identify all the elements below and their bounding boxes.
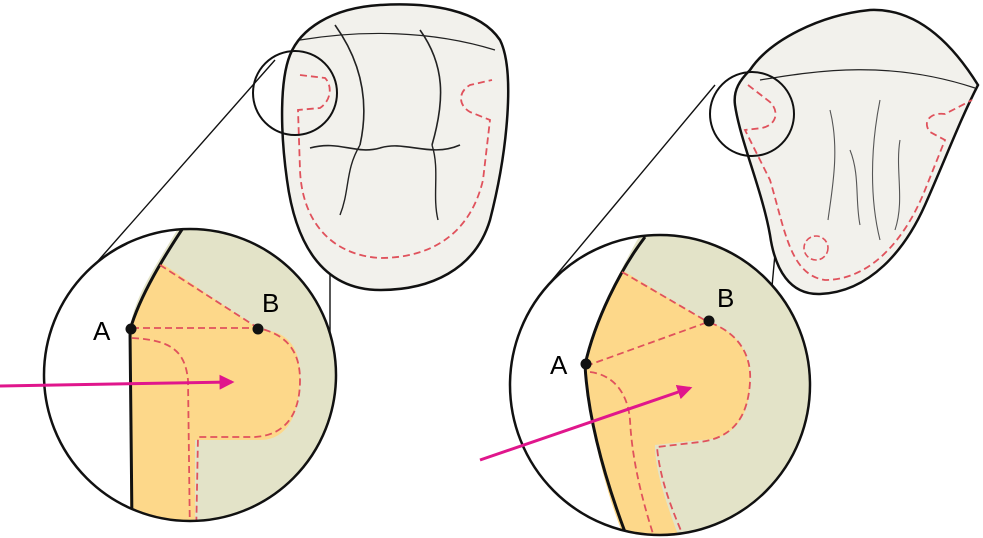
left-crown-groove-3 [309, 144, 461, 151]
left-crown-groove-2 [419, 29, 442, 146]
right-label-b: B [717, 283, 734, 313]
left-crown-outline [280, 3, 510, 292]
right-zoom-content [583, 235, 810, 535]
left-margin-upper [159, 264, 259, 329]
left-zoom-connector-upper [89, 59, 276, 271]
right-label-a: A [550, 350, 568, 380]
left-zoom-content [128, 229, 336, 521]
right-crown-margin [743, 84, 973, 281]
right-point-b [703, 315, 715, 327]
right-zoom-connector-upper [547, 84, 716, 286]
left-magnifier-small [252, 50, 338, 136]
right-crown-groove-5 [849, 149, 861, 226]
right-preparation-fill [585, 270, 750, 535]
right-margin-upper [621, 271, 709, 323]
left-crown-groove-5 [431, 144, 439, 221]
left-arrow [0, 374, 235, 390]
left-margin-loop [132, 327, 301, 521]
left-crown-groove-6 [299, 32, 496, 51]
left-crown-groove-1 [334, 24, 365, 146]
right-point-a [580, 358, 592, 370]
right-magnifier-small [709, 71, 795, 157]
left-point-b [252, 323, 264, 335]
left-label-a: A [93, 316, 111, 346]
right-margin-loop [585, 321, 752, 535]
right-crown-groove-2 [827, 109, 836, 221]
left-label-b: B [262, 288, 279, 318]
right-crown-groove-1 [759, 69, 976, 89]
right-crown-groove-4 [894, 139, 901, 231]
right-arrow [479, 384, 693, 462]
right-margin-inner [589, 371, 656, 535]
left-zoom-circle [42, 227, 338, 523]
left-panel: A B [0, 3, 510, 523]
left-crown-margin [297, 74, 493, 259]
right-crown-pit [803, 235, 829, 261]
left-margin-inner [131, 337, 191, 521]
right-zoom-circle [508, 233, 812, 537]
right-crown-groove-3 [871, 99, 881, 241]
right-crown-outline [733, 8, 980, 296]
right-panel: A B [479, 8, 980, 537]
left-crown-groove-4 [339, 144, 361, 216]
left-point-a [125, 323, 137, 335]
